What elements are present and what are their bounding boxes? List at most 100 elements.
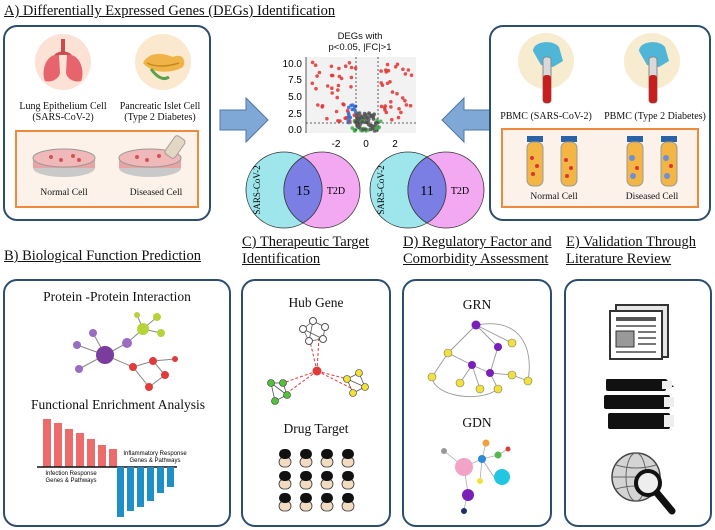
volcano-point [400,96,405,100]
venn-right-set-label: T2D [451,186,469,197]
volcano-plot: 10.0 7.5 5.0 2.5 0.0 -2 0 2 [283,57,416,150]
volcano-point [347,61,352,65]
volcano-point [350,107,354,112]
normal-tubes-icon [526,136,578,187]
volcano-point [315,74,319,78]
section-d-heading-line2: Comorbidity Assessment [403,251,549,267]
grn-label: GRN [462,297,492,312]
volcano-point [395,91,399,96]
capsule-icon [278,493,292,512]
volcano-point [367,111,371,115]
capsule-icon [320,471,334,490]
diseased-dish-icon [118,135,186,177]
volcano-point [342,103,346,107]
section-e-heading-line2: Literature Review [566,251,672,267]
volcano-point [409,73,414,77]
volcano-point [345,108,350,113]
pbmc-diseased-label: Diseased Cell [625,192,679,202]
volcano-point [337,66,341,71]
volcano-point [389,100,393,104]
volcano-point [404,103,409,107]
volcano-point [317,70,322,75]
volcano-xtick: 0 [363,139,369,150]
drug-pills-icon [278,449,355,512]
ppi-label: Protein -Protein Interaction [43,289,191,304]
volcano-point [335,95,339,100]
volcano-title-line1: DEGs with [337,31,383,42]
section-c-heading-line1: C) Therapeutic Target [242,234,370,250]
volcano-point [395,62,400,67]
volcano-point [379,81,383,85]
venn-left-set-label: SARS-CoV-2 [252,165,262,214]
gdn-label: GDN [462,415,492,430]
volcano-point [320,104,325,108]
volcano-ytick: 0.0 [288,125,302,136]
section-d-heading-line1: D) Regulatory Factor and [403,234,552,250]
literature-validation-panel [564,279,712,527]
volcano-point [379,104,384,109]
volcano-point [343,64,348,68]
capsule-icon [299,471,313,490]
volcano-point [385,62,390,67]
volcano-point [368,127,373,132]
pbmc-tubes-box: Normal Cell Diseased Cell [501,128,699,208]
volcano-point [374,120,378,125]
pbmc-sars-label: PBMC (SARS-CoV-2) [500,111,592,122]
volcano-point [406,68,411,72]
inflammatory-label-2: Genes & Pathways [129,458,180,464]
capsule-icon [299,493,313,512]
diseased-cell-label: Diseased Cell [129,188,183,198]
volcano-point [336,83,341,88]
volcano-point [357,111,362,115]
biological-function-panel: Protein -Protein Interaction Functional … [3,279,231,527]
volcano-point [357,125,361,130]
volcano-point [357,117,361,121]
hub-gene-label: Hub Gene [288,295,344,310]
volcano-point [330,86,334,90]
volcano-point [403,98,407,103]
volcano-point [330,73,335,78]
section-e-heading-line1: E) Validation Through [566,234,696,250]
tissue-cells-panel: Lung Epithelium Cell (SARS-CoV-2) Pancre… [3,25,211,221]
books-icon [604,379,674,429]
volcano-point [350,126,355,130]
venn-overlap-count: 15 [296,184,310,199]
volcano-point [396,115,401,120]
enrichment-bar-chart: Infection Response Genes & Pathways Infl… [37,419,187,517]
volcano-point [334,109,339,114]
volcano-point [386,68,391,73]
volcano-point [353,66,358,70]
volcano-point [393,65,398,69]
capsule-icon [320,493,334,512]
volcano-point [325,116,329,121]
volcano-point [390,117,394,122]
lung-icon [35,34,91,90]
volcano-point [330,91,334,95]
volcano-point [347,115,351,119]
newspaper-icon [609,304,669,360]
volcano-point [372,129,377,133]
volcano-point [401,67,405,72]
drug-target-label: Drug Target [283,421,349,436]
capsule-icon [299,449,313,468]
volcano-point [388,80,392,84]
capsule-icon [341,449,355,468]
venn-left-set-label: SARS-CoV-2 [376,165,386,214]
gdn-network-icon [441,439,511,514]
diseased-tubes-icon [626,136,678,187]
volcano-point [325,84,330,88]
infection-label-2: Genes & Pathways [45,478,96,484]
venn-diagram-right: SARS-CoV-2 T2D 11 [369,151,485,229]
cell-culture-box: Normal Cell Diseased Cell [15,130,199,208]
pbmc-t2d-label: PBMC (Type 2 Diabetes) [604,111,706,122]
volcano-point [378,119,383,124]
lung-cell-label: Lung Epithelium Cell [19,101,107,112]
section-c-heading-line2: Identification [242,251,321,267]
blood-sample-icon [518,33,574,104]
pbmc-normal-label: Normal Cell [530,192,578,202]
volcano-ytick: 2.5 [288,109,302,120]
volcano-point [329,64,334,69]
section-a-heading: A) Differentially Expressed Genes (DEGs)… [4,3,336,19]
section-b-heading: B) Biological Function Prediction [4,248,201,264]
volcano-point [338,119,342,123]
